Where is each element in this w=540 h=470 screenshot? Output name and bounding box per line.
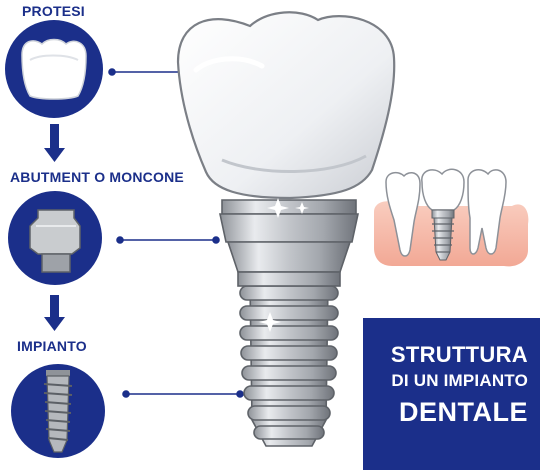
- protesi-icon-circle: [5, 20, 103, 118]
- title-line-3: DENTALE: [399, 397, 528, 427]
- abutment-icon-circle: [8, 191, 102, 285]
- sparkle-icon: [267, 198, 309, 218]
- title-line-2: DI UN IMPIANTO: [391, 371, 528, 390]
- implant-screw-icon: [43, 370, 73, 453]
- crown-icon: [21, 38, 87, 100]
- implant-threads: [239, 285, 339, 440]
- label-protesi: PROTESI: [22, 3, 85, 19]
- arrow-down-icon: [44, 295, 65, 331]
- label-impianto: IMPIANTO: [17, 338, 87, 354]
- main-implant-illustration: [176, 11, 396, 447]
- abutment-icon: [29, 209, 81, 273]
- arrow-down-icon: [44, 124, 65, 162]
- title-box: STRUTTURA DI UN IMPIANTO DENTALE: [363, 318, 540, 470]
- title-line-1: STRUTTURA: [390, 342, 528, 367]
- implant-icon-circle: [11, 364, 105, 458]
- jaw-illustration: [374, 168, 529, 267]
- sparkle-icon: [259, 312, 281, 332]
- label-abutment: ABUTMENT O MONCONE: [10, 169, 184, 185]
